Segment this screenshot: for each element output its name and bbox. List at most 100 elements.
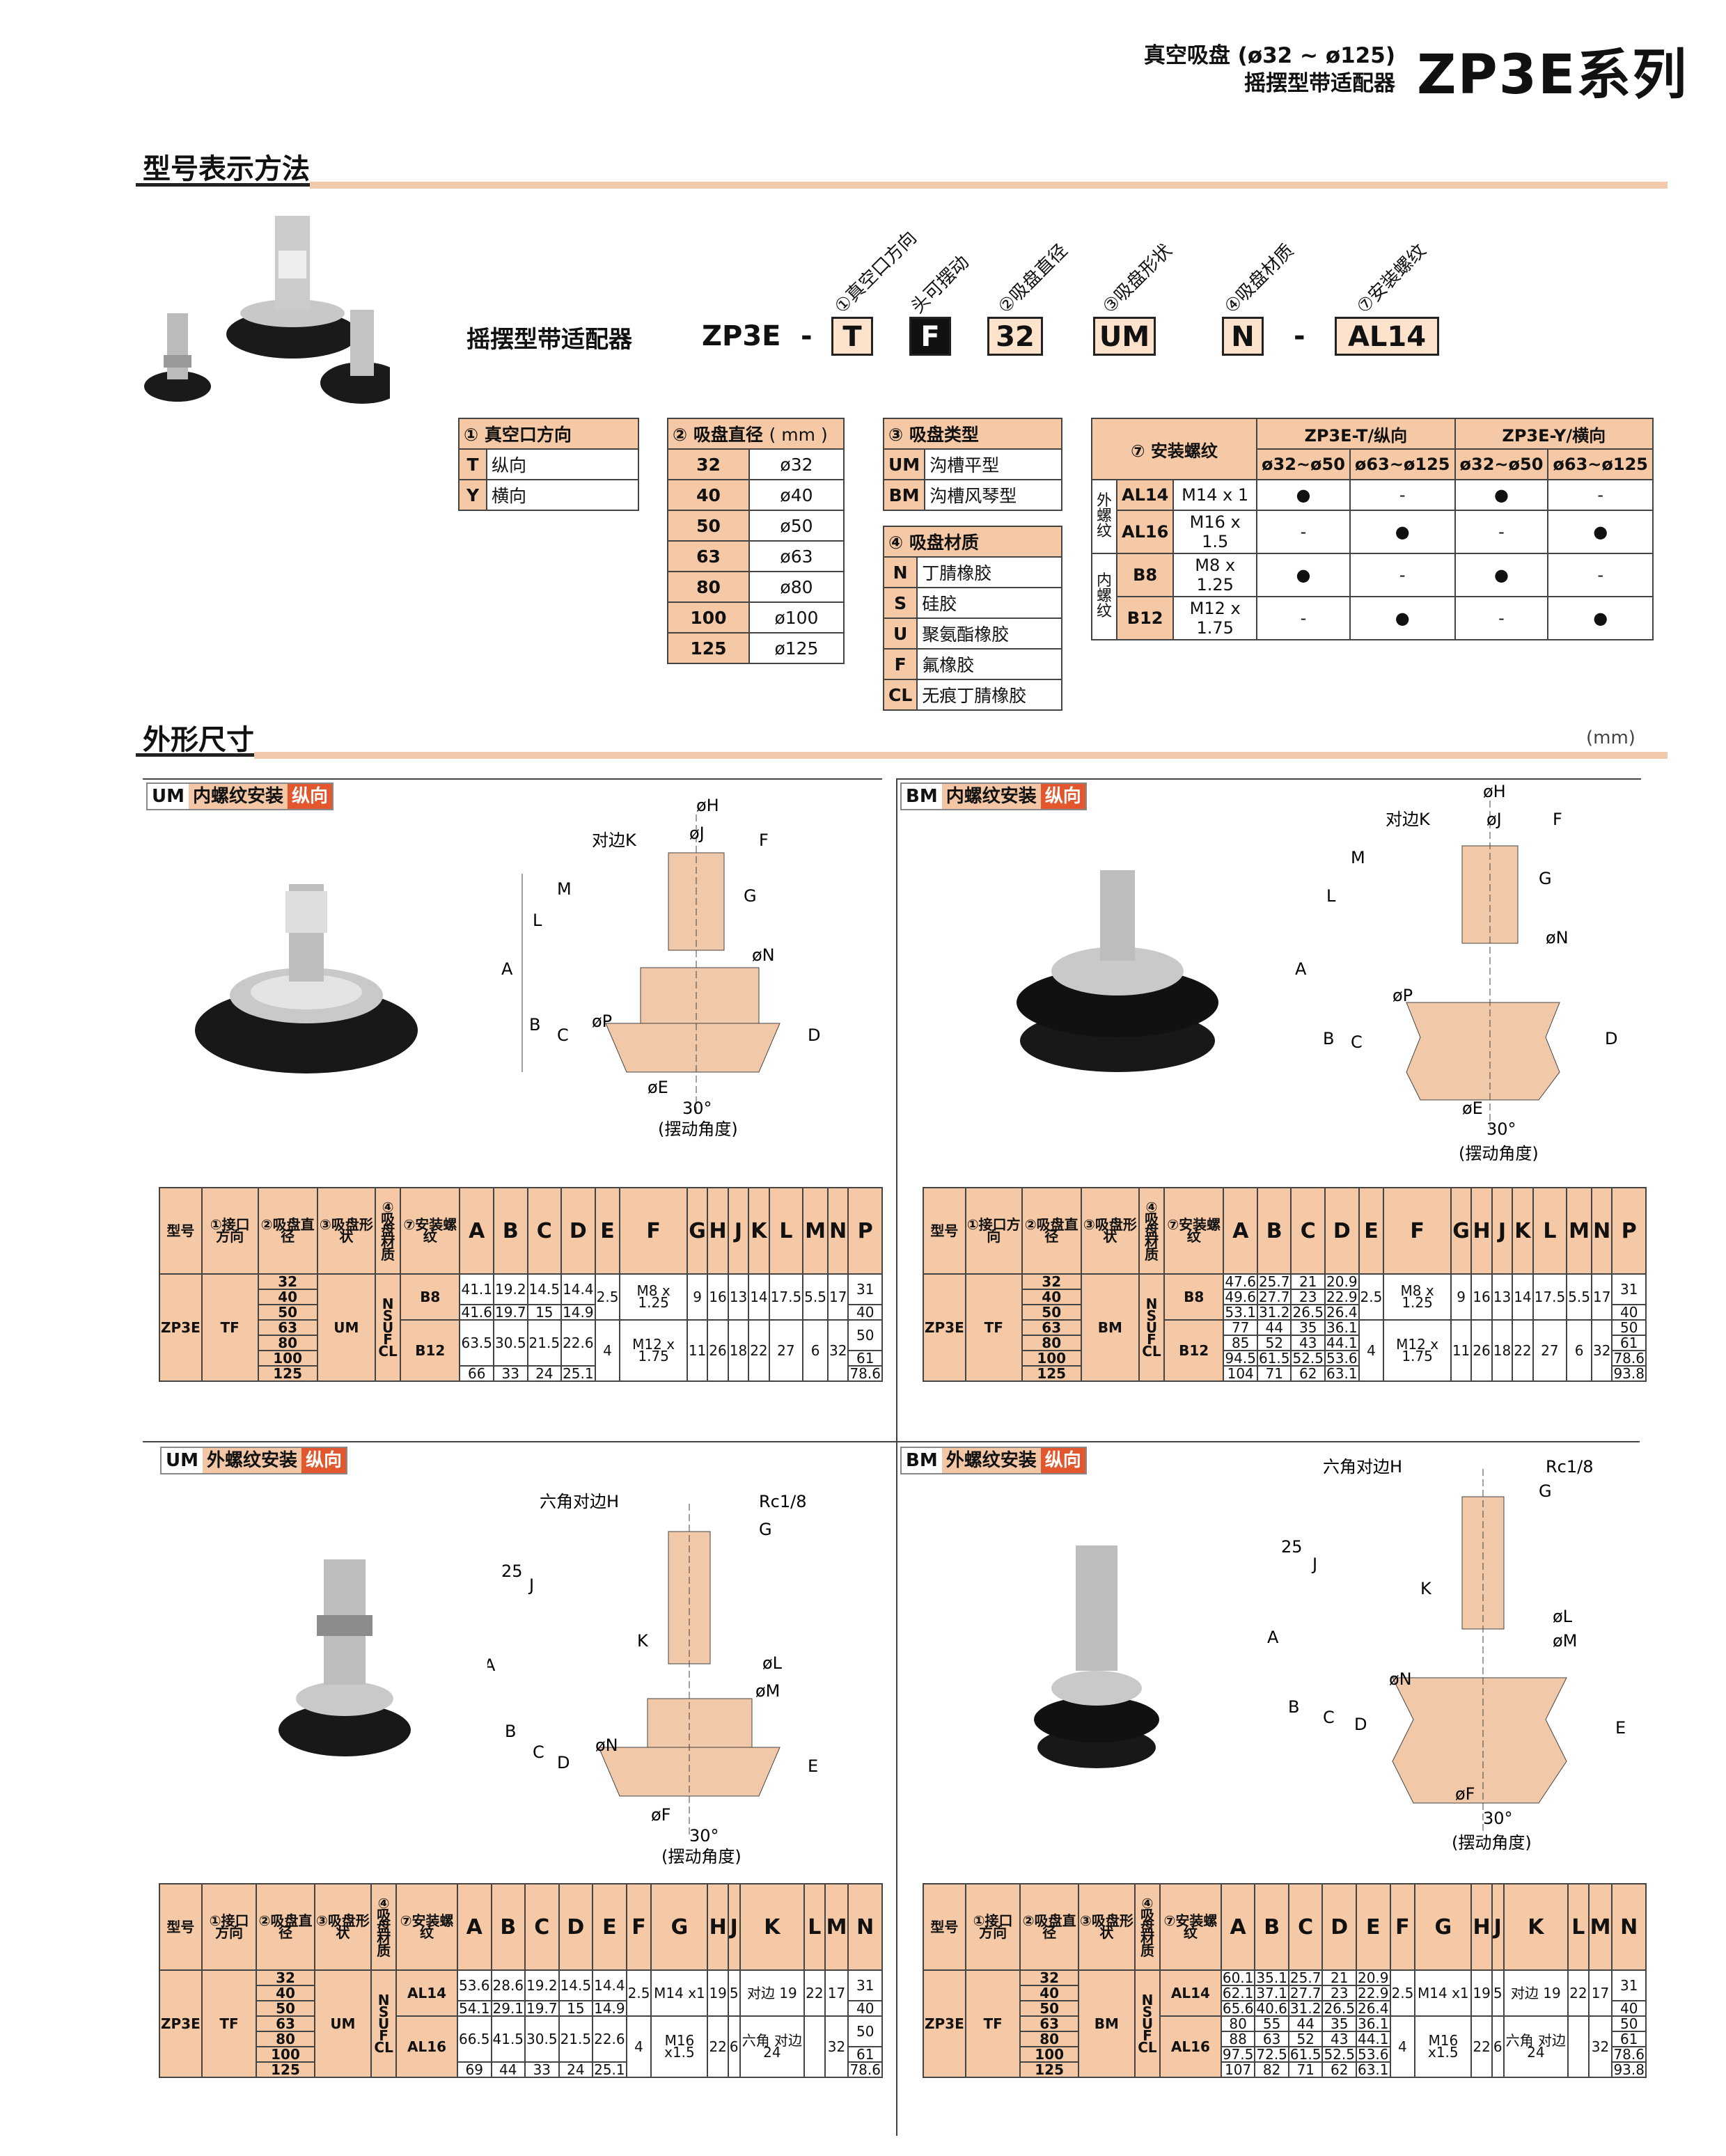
- dim-F: øF: [651, 1805, 671, 1825]
- cell-val: 82: [1254, 2061, 1289, 2078]
- cell-P: 31: [1611, 1273, 1647, 1305]
- cell-N: 31: [1611, 1969, 1647, 2001]
- cell-val: 18: [727, 1319, 750, 1382]
- t7-mark: ●: [1547, 596, 1654, 640]
- th-c1: ①接口方向: [964, 1883, 1021, 1971]
- dim-G: G: [744, 886, 757, 906]
- dim-N: øN: [752, 945, 775, 965]
- cell-thread: AL16: [1159, 2015, 1222, 2078]
- t2-title: ② 吸盘直径 ( mm ): [667, 418, 845, 450]
- cell-thread: AL16: [395, 2015, 458, 2078]
- cell-shape: BM: [1077, 1969, 1136, 2078]
- th-model: 型号: [159, 1883, 203, 1971]
- cell-F: 4: [1389, 2015, 1416, 2078]
- dim-H: øH: [696, 796, 719, 815]
- diagram-bm-in: øH øJ 对边K F G M L øN øP A B C D øE 30° (…: [1295, 782, 1617, 1163]
- cell-val: 13: [727, 1273, 750, 1321]
- t7-mark: -: [1547, 479, 1654, 511]
- th-model: 型号: [923, 1883, 966, 1971]
- cell-val: 11: [1450, 1319, 1473, 1382]
- cell-val: 21: [1290, 1273, 1326, 1290]
- cell-val: 66: [459, 1365, 495, 1382]
- panel-rule: [143, 778, 882, 780]
- cell-val: 13: [1491, 1273, 1514, 1321]
- cell-val: 53.6: [1324, 1349, 1360, 1367]
- t7-mark: -: [1256, 596, 1351, 640]
- cell-val: 35: [1290, 1319, 1326, 1336]
- t2-val: ø50: [748, 510, 845, 542]
- th-col: M: [802, 1187, 829, 1275]
- cell-val: 26.4: [1355, 1999, 1391, 2017]
- dim-C: C: [1351, 1032, 1363, 1052]
- t2-code: 100: [667, 601, 750, 634]
- cell-H: 19: [1470, 1969, 1493, 2017]
- t7-sub: ø63~ø125: [1349, 448, 1456, 480]
- dim-D: D: [557, 1753, 570, 1772]
- product-photo: [144, 216, 390, 404]
- th-col: B: [493, 1187, 528, 1275]
- cell-tf: TF: [201, 1969, 258, 2078]
- t7-mark: -: [1349, 479, 1456, 511]
- t4-desc: 丁腈橡胶: [916, 556, 1062, 588]
- cell-val: 62: [1290, 1365, 1326, 1382]
- cell-val: 85: [1223, 1335, 1258, 1351]
- cell-K: 对边 19: [1503, 1969, 1569, 2017]
- panel-rule: [143, 1441, 1640, 1442]
- cell-val: 35: [1321, 2015, 1357, 2032]
- cell-val: 19.7: [524, 1999, 560, 2017]
- cell-dia: 40: [1021, 1289, 1082, 1305]
- dim-D: D: [1605, 1029, 1617, 1048]
- th-col: K: [748, 1187, 770, 1275]
- cell-val: 17: [826, 1273, 849, 1321]
- t7-sub: ø32~ø50: [1256, 448, 1351, 480]
- th-col: J: [727, 1187, 750, 1275]
- cell-val: 94.5: [1223, 1349, 1258, 1367]
- cell-dia: 32: [1019, 1969, 1079, 1986]
- th-col: G: [1450, 1187, 1473, 1275]
- dim-F: øF: [1455, 1784, 1475, 1804]
- cell-val: 36.1: [1355, 2015, 1391, 2032]
- cell-val: 25.1: [592, 2061, 627, 2078]
- t7-mark: ●: [1454, 553, 1549, 597]
- dim-D: D: [808, 1025, 820, 1045]
- unit-label: (mm): [1586, 727, 1635, 748]
- cell-P: 93.8: [1611, 1365, 1647, 1382]
- cell-val: 11: [686, 1319, 709, 1382]
- cell-shape: UM: [313, 1969, 372, 2078]
- dim-25: 25: [501, 1561, 523, 1581]
- t2-code: 63: [667, 540, 750, 572]
- cell-val: 17.5: [1532, 1273, 1568, 1321]
- th-c4: ④吸盘材质: [375, 1187, 402, 1275]
- cell-dia: 63: [1021, 1319, 1082, 1336]
- cell-dia: 40: [257, 1289, 318, 1305]
- dim-C: C: [1323, 1708, 1335, 1727]
- th-col: F: [1389, 1883, 1416, 1971]
- t2-code: 50: [667, 510, 750, 542]
- cell-dia: 50: [257, 1304, 318, 1321]
- cell-val: 32: [1590, 1319, 1613, 1382]
- cell-val: 63: [1254, 2031, 1289, 2047]
- cell-J: 6: [1491, 2015, 1505, 2078]
- t4-code: N: [882, 556, 918, 588]
- cell-val: 63.1: [1324, 1364, 1360, 1382]
- dim-H6: 六角对边H: [1323, 1457, 1402, 1477]
- dim-G: G: [1539, 1481, 1552, 1501]
- cell-L: [1567, 2015, 1590, 2078]
- th-col: C: [524, 1883, 560, 1971]
- cell-val: 22: [1512, 1319, 1534, 1382]
- cell-P: 40: [1611, 1304, 1647, 1321]
- cell-K: 六角 对边 24: [739, 2015, 806, 2078]
- cell-L: 22: [803, 1969, 826, 2017]
- t7-sub: ø63~ø125: [1547, 448, 1654, 480]
- t7-code: B12: [1116, 596, 1175, 640]
- cell-F: M12 x 1.75: [619, 1319, 688, 1382]
- cell-val: 66.5: [456, 2015, 492, 2063]
- cell-J: 6: [727, 2015, 741, 2078]
- cell-dia: 125: [1019, 2061, 1079, 2078]
- cell-dia: 63: [256, 2015, 315, 2032]
- swing-angle: 30°: [1483, 1809, 1513, 1828]
- th-col: L: [768, 1187, 804, 1275]
- cell-H: 22: [1470, 2015, 1493, 2078]
